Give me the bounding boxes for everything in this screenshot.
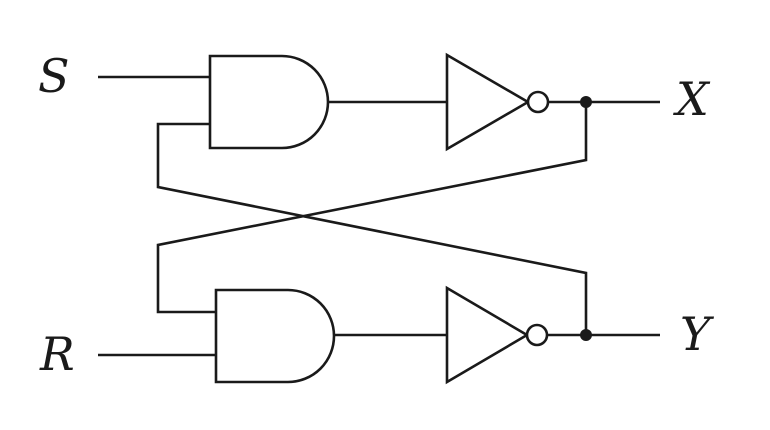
junction-dot-y	[580, 329, 592, 341]
input-label-s: S	[38, 49, 70, 103]
not-gate-top	[445, 52, 531, 152]
output-label-x: X	[673, 72, 711, 126]
not-gate-bottom	[445, 285, 530, 385]
and-gate-top	[208, 54, 330, 150]
not-gate-bottom-bubble	[525, 323, 549, 347]
and-gate-bottom	[214, 288, 336, 384]
input-label-r: R	[39, 327, 75, 381]
wire-feedback-x-to-bottom-and	[156, 102, 588, 314]
not-gate-top-bubble	[526, 90, 550, 114]
wire-feedback-y-to-top-and	[156, 122, 588, 335]
junction-dot-x	[580, 96, 592, 108]
output-label-y: Y	[680, 307, 715, 361]
